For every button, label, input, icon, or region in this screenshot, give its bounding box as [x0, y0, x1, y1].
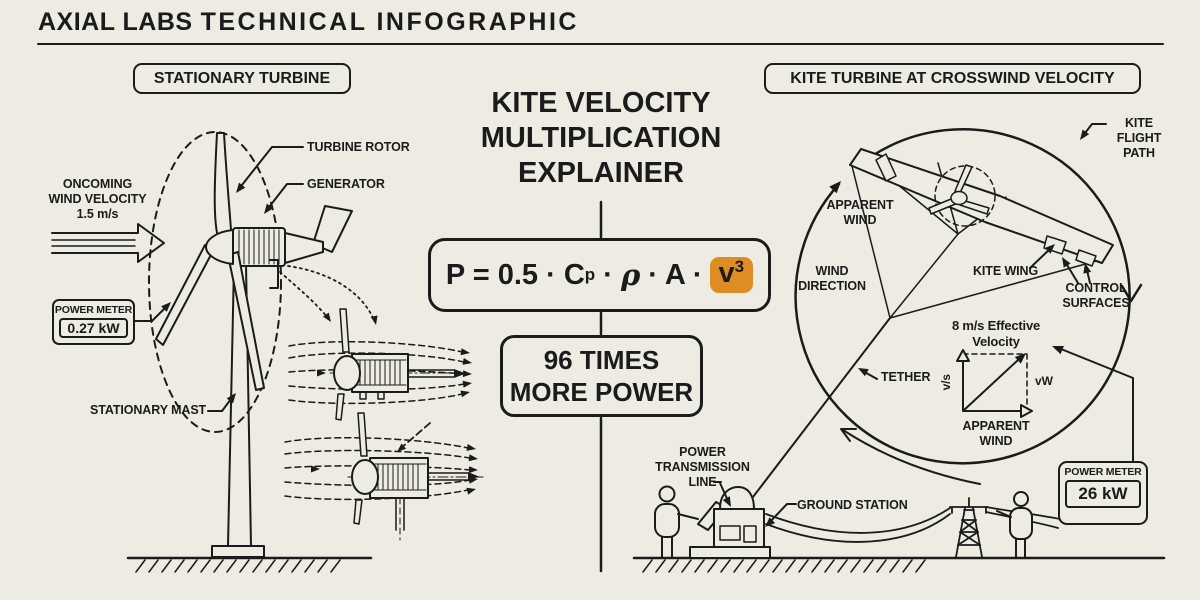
generator-label: GENERATOR: [307, 177, 385, 191]
formula-segment: ·: [595, 258, 621, 291]
kite-wing-leader-arrow: [1029, 244, 1055, 269]
velocity-cubed-highlight: v3: [709, 257, 754, 293]
velocity-vector-diagram: [956, 349, 1033, 418]
kite-flight-path-leader-arrow: [1080, 123, 1107, 140]
person-left: [654, 485, 699, 558]
turbine-nacelle: [232, 205, 353, 267]
power-meter-right: POWER METER 26 kW: [1058, 461, 1148, 525]
formula-rho: ρ: [620, 258, 641, 292]
formula-exponent: 3: [734, 257, 745, 276]
transmission-tower: [949, 497, 989, 558]
flight-path-circle: [794, 128, 1143, 465]
power-meter-title: POWER METER: [54, 304, 133, 316]
badge-kite-turbine: KITE TURBINE AT CROSSWIND VELOCITY: [764, 63, 1141, 94]
ground-station-leader-arrow: [765, 503, 797, 527]
ground-right: [632, 556, 1166, 573]
wind-block-arrow: [51, 223, 165, 263]
apparent-wind-top-label: APPARENT WIND: [826, 198, 894, 227]
kite-illustration: [849, 148, 1114, 319]
page-title-text: TECHNICAL INFOGRAPHIC: [200, 8, 579, 36]
formula-subscript: p: [584, 265, 596, 284]
control-surfaces-label: CONTROL SURFACES: [1062, 281, 1130, 310]
kite-flight-path-label: KITE FLIGHT PATH: [1116, 116, 1162, 160]
ground-station-illustration: [689, 486, 771, 559]
formula-v: v: [718, 257, 735, 289]
formula-segment: P = 0.5 · C: [445, 258, 585, 291]
result-box: 96 TIMES MORE POWER: [500, 335, 703, 417]
detail-connector-arrows: [269, 259, 431, 452]
generator-leader-arrow: [264, 183, 304, 214]
stationary-mast-label: STATIONARY MAST: [90, 403, 207, 417]
turbine-rotor-label: TURBINE ROTOR: [307, 140, 410, 154]
stationary-mast-leader-arrow: [207, 393, 236, 412]
wind-direction-label: WIND DIRECTION: [798, 264, 866, 293]
tether-leader-arrow: [858, 368, 878, 380]
rotor-swept-area-ellipse: [148, 131, 282, 433]
power-meter-leader-arrow-left: [133, 302, 171, 322]
flight-path-chevron: [1120, 283, 1143, 303]
power-meter-left: POWER METER 0.27 kW: [52, 299, 135, 345]
turbine-rotor-leader-arrow: [236, 146, 304, 193]
power-meter-value: 26 kW: [1065, 480, 1141, 508]
wind-curved-arrow: [840, 428, 981, 485]
apparent-wind-bottom-label: APPARENT WIND: [962, 419, 1030, 448]
badge-label: STATIONARY TURBINE: [153, 69, 331, 87]
kite-wing-label: KITE WING: [973, 264, 1039, 278]
vector-horizontal-axis-label: vW: [1035, 374, 1053, 388]
control-surfaces-arrows: [1062, 257, 1092, 284]
effective-velocity-label: 8 m/s Effective Velocity: [951, 318, 1041, 349]
vector-vertical-axis-label: v/s: [939, 374, 953, 391]
turbine-blades: [155, 132, 265, 391]
power-transmission-label: POWER TRANSMISSION LINE: [655, 445, 750, 489]
person-right: [996, 491, 1033, 558]
nacelle-detail-bottom: [284, 412, 484, 541]
oncoming-wind-label: ONCOMING WIND VELOCITY 1.5 m/s: [48, 177, 147, 221]
ground-left: [126, 556, 373, 573]
badge-stationary-turbine: STATIONARY TURBINE: [133, 63, 351, 94]
power-meter-title: POWER METER: [1064, 466, 1142, 478]
formula-segment: · A ·: [640, 258, 703, 291]
power-meter-value: 0.27 kW: [59, 318, 128, 338]
nacelle-detail-top: [288, 308, 472, 421]
brand-name: AXIAL LABS: [38, 8, 193, 36]
power-transmission-leader-arrow: [713, 481, 731, 507]
tether-line: [742, 317, 891, 511]
ground-station-label: GROUND STATION: [797, 498, 908, 512]
badge-label: KITE TURBINE AT CROSSWIND VELOCITY: [790, 69, 1115, 87]
tether-label: TETHER: [881, 370, 931, 384]
power-meter-leader-arrow-right: [1052, 345, 1134, 462]
center-title: KITE VELOCITY MULTIPLICATION EXPLAINER: [480, 87, 722, 189]
